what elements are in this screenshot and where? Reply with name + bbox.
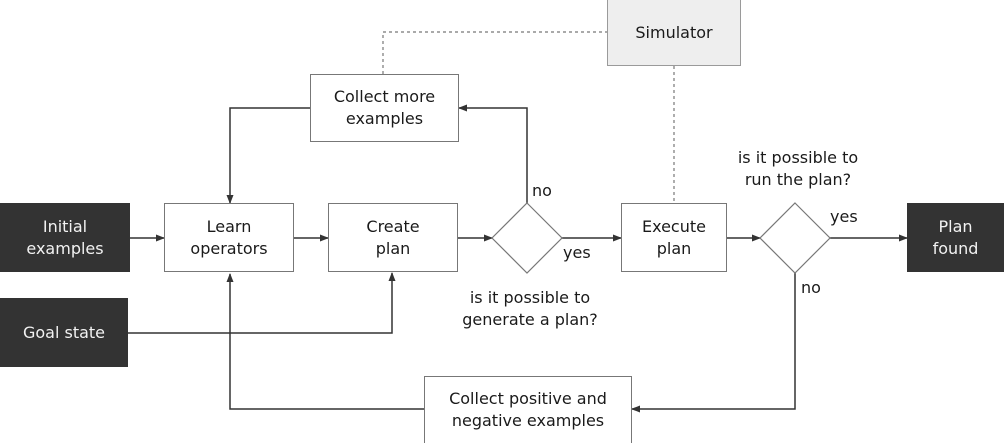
learn-operators-box: Learn operators (164, 203, 294, 272)
run-no-label: no (801, 278, 821, 297)
generate-question-label: is it possible to generate a plan? (462, 288, 598, 329)
initial-examples-box: Initial examples (0, 203, 130, 272)
execute-plan-box: Execute plan (621, 203, 727, 272)
run-yes-label: yes (830, 207, 858, 226)
generate-no-label: no (532, 181, 552, 200)
arrow-collect-more-to-learn (226, 107, 310, 204)
dashed-link-simulator-collect-more (382, 31, 607, 74)
plan-found-box: Plan found (907, 203, 1004, 272)
arrow-goal-to-create (128, 272, 396, 334)
simulator-box: Simulator (607, 0, 741, 66)
run-question-label: is it possible to run the plan? (737, 148, 859, 189)
collect-pos-neg-examples-box: Collect positive and negative examples (424, 376, 632, 443)
arrow-collect-pos-neg-to-learn (226, 273, 424, 410)
goal-state-box: Goal state (0, 298, 128, 367)
decision-generate-diamond (491, 202, 563, 274)
generate-yes-label: yes (563, 243, 591, 262)
arrow-decision-no-to-collect-more (458, 104, 528, 203)
create-plan-box: Create plan (328, 203, 458, 272)
decision-run-diamond (759, 202, 831, 274)
collect-more-examples-box: Collect more examples (310, 74, 459, 142)
arrow-run-no-to-collect-pos-neg (631, 273, 796, 413)
